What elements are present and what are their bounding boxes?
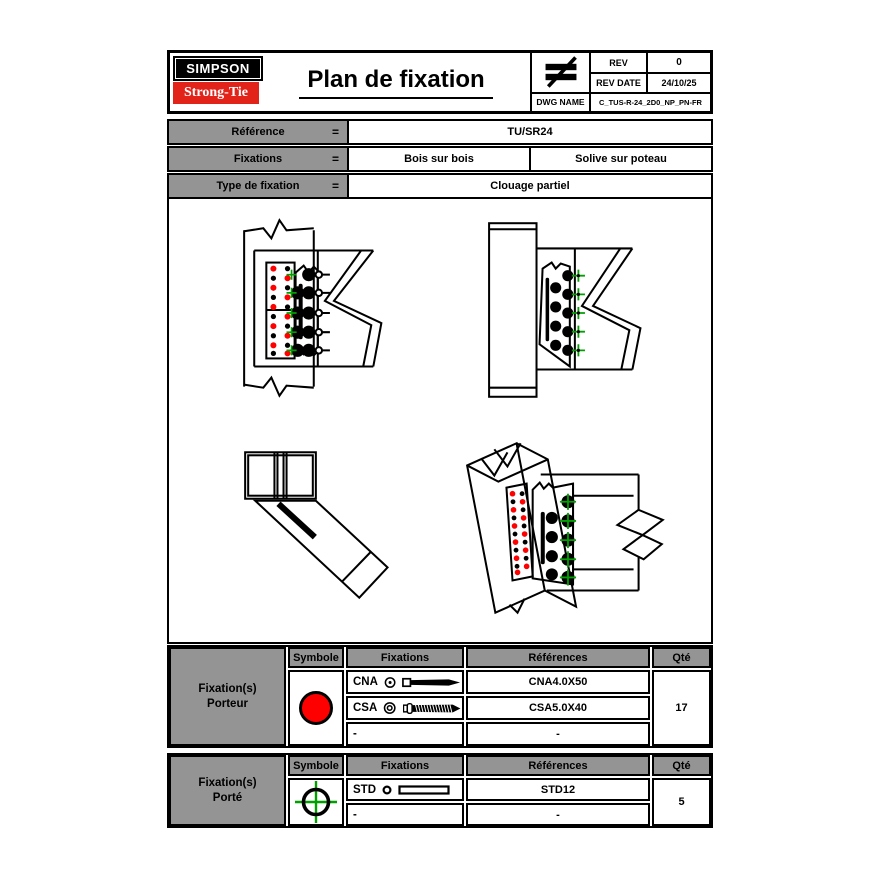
fixations-label: Fixations xyxy=(233,153,283,165)
empty-reference: - xyxy=(466,803,650,826)
dowel-icon xyxy=(398,784,450,795)
reference-value: TU/SR24 xyxy=(349,121,711,143)
col-header-symbole: Symbole xyxy=(288,755,344,776)
screw-icon xyxy=(402,702,461,714)
csa-code: CSA xyxy=(353,702,378,714)
equals-sign: = xyxy=(331,179,339,193)
fixations-row: Fixations = Bois sur bois Solive sur pot… xyxy=(167,146,713,172)
empty-code: - xyxy=(353,728,357,740)
reference-row: Référence = TU/SR24 xyxy=(167,119,713,145)
reference-label: Référence xyxy=(231,126,285,138)
fixation-row-cna: CNA xyxy=(346,670,464,694)
projection-symbol-icon xyxy=(532,53,589,92)
porte-group-label: Fixation(s) Porté xyxy=(169,755,286,826)
porte-symbol-cell xyxy=(288,778,344,826)
std-reference: STD12 xyxy=(466,778,650,801)
isometric-view-drawing xyxy=(454,425,686,637)
title-block: SIMPSON Strong-Tie Plan de fixation REV … xyxy=(167,50,713,114)
dwg-name-value: C_TUS-R-24_2D0_NP_PN-FR xyxy=(589,91,710,111)
porte-qty: 5 xyxy=(652,778,711,826)
empty-reference: - xyxy=(466,722,650,746)
plan-view-drawing xyxy=(230,430,432,627)
col-header-references: Références xyxy=(466,647,650,668)
equals-sign: = xyxy=(331,152,339,166)
empty-code: - xyxy=(353,808,357,821)
side-view-drawing xyxy=(479,215,701,412)
csa-reference: CSA5.0X40 xyxy=(466,696,650,720)
red-circle-symbol xyxy=(299,691,333,725)
fixation-type-label-cell: Type de fixation = xyxy=(169,175,349,197)
col-header-qte: Qté xyxy=(652,755,711,776)
col-header-qte: Qté xyxy=(652,647,711,668)
fixation-row-empty: - xyxy=(346,803,464,826)
porteur-group-label: Fixation(s) Porteur xyxy=(169,647,286,746)
revision-block: REV 0 REV DATE 24/10/25 DWG NAME C_TUS-R… xyxy=(530,53,710,111)
equals-sign: = xyxy=(331,125,339,139)
simpson-strongtie-logo: SIMPSON Strong-Tie xyxy=(173,56,263,104)
col-header-symbole: Symbole xyxy=(288,647,344,668)
porteur-fixation-table: Fixation(s) Porteur Symbole Fixations Ré… xyxy=(167,645,713,748)
fixation-row-std: STD xyxy=(346,778,464,801)
front-view-drawing xyxy=(229,210,451,417)
std-code: STD xyxy=(353,783,376,796)
logo-simpson-box: SIMPSON xyxy=(173,56,263,81)
rev-value: 0 xyxy=(646,53,710,73)
col-header-fixations: Fixations xyxy=(346,755,464,776)
cna-code: CNA xyxy=(353,676,378,688)
small-ring-icon xyxy=(382,784,392,795)
page-title: Plan de fixation xyxy=(299,66,493,99)
rev-date-value: 24/10/25 xyxy=(646,72,710,92)
fixation-row-empty: - xyxy=(346,722,464,746)
col-header-references: Références xyxy=(466,755,650,776)
fixation-type-label: Type de fixation xyxy=(216,180,300,192)
crosshair-symbol-icon xyxy=(295,781,337,823)
porteur-qty: 17 xyxy=(652,670,711,746)
porte-fixation-table: Fixation(s) Porté Symbole Fixations Réfé… xyxy=(167,753,713,828)
logo-strongtie-text: Strong-Tie xyxy=(173,82,259,104)
nail-icon xyxy=(402,677,461,687)
cna-reference: CNA4.0X50 xyxy=(466,670,650,694)
fixations-label-cell: Fixations = xyxy=(169,148,349,170)
porteur-symbol-cell xyxy=(288,670,344,746)
document-frame: SIMPSON Strong-Tie Plan de fixation REV … xyxy=(167,50,713,830)
circle-dot-icon xyxy=(384,676,396,688)
fixations-value-2: Solive sur poteau xyxy=(531,148,711,170)
rev-date-label: REV DATE xyxy=(589,72,646,92)
fixation-row-csa: CSA xyxy=(346,696,464,720)
logo-simpson-text: SIMPSON xyxy=(175,58,261,79)
dwg-name-label: DWG NAME xyxy=(532,91,589,111)
fixation-type-value: Clouage partiel xyxy=(349,175,711,197)
fixations-value-1: Bois sur bois xyxy=(349,148,531,170)
title-area: Plan de fixation xyxy=(266,53,526,111)
circle-ring-icon xyxy=(384,702,396,714)
rev-label: REV xyxy=(589,53,646,73)
reference-label-cell: Référence = xyxy=(169,121,349,143)
drawings-panel xyxy=(167,197,713,644)
fixation-type-row: Type de fixation = Clouage partiel xyxy=(167,173,713,199)
col-header-fixations: Fixations xyxy=(346,647,464,668)
